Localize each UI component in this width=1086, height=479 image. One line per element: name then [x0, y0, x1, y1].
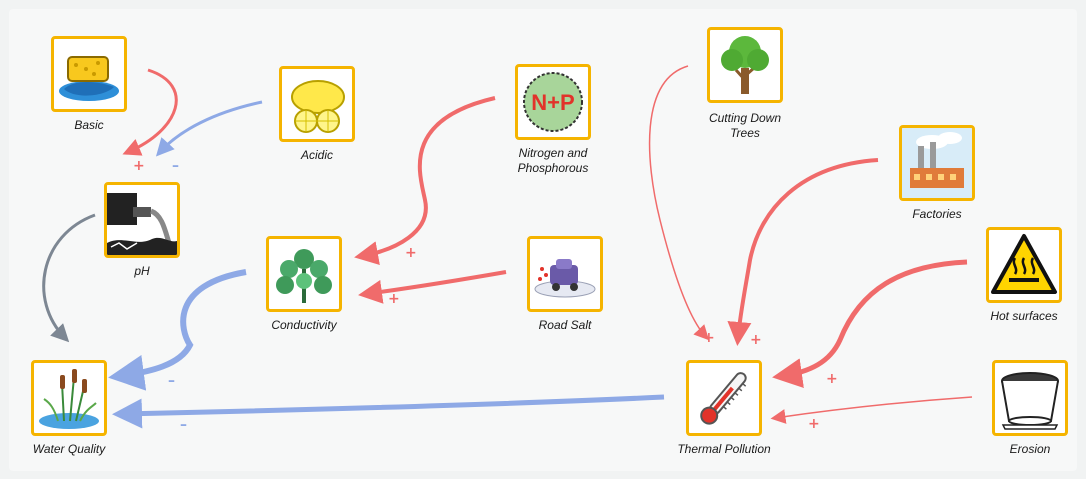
sponge-icon: [59, 56, 119, 101]
link-nitrogen-to-conductivity: [354, 96, 496, 265]
sign-nitrogen-conductivity: +: [405, 245, 417, 261]
link-conductivity-to-water-quality: [108, 269, 247, 391]
road-salt-node[interactable]: [527, 236, 603, 312]
soil-pot-icon: [1001, 372, 1059, 430]
water-quality-node[interactable]: [31, 360, 107, 436]
link-trees-to-thermal: [648, 65, 710, 341]
road-salt-label: Road Salt: [538, 318, 592, 332]
nitrogen-node[interactable]: N+P: [515, 64, 591, 140]
lemon-icon: [291, 80, 345, 133]
basic-label: Basic: [74, 118, 104, 132]
link-thermal-to-water-quality: [112, 394, 665, 429]
water-quality-label: Water Quality: [32, 442, 106, 456]
link-ph-to-water-quality: [42, 213, 96, 343]
erosion-label: Erosion: [1009, 442, 1051, 456]
factories-label: Factories: [912, 207, 962, 221]
sign-factories-thermal: +: [750, 332, 762, 348]
cattail-icon: [39, 369, 99, 429]
acidic-label: Acidic: [300, 148, 333, 162]
nitrogen-label-line2: Phosphorous: [517, 161, 589, 175]
acidic-node[interactable]: [279, 66, 355, 142]
basic-node[interactable]: [51, 36, 127, 112]
trees-label-line2: Trees: [730, 126, 760, 140]
hot-surfaces-label: Hot surfaces: [990, 309, 1058, 323]
hot-surfaces-node[interactable]: [986, 227, 1062, 303]
ph-label: pH: [134, 264, 150, 278]
ph-node[interactable]: [104, 182, 180, 258]
link-factories-to-thermal: [727, 158, 879, 346]
sign-acidic-ph: –: [172, 158, 179, 174]
thermometer-icon: [700, 372, 747, 425]
thermal-pollution-label: Thermal Pollution: [677, 442, 771, 456]
sign-road-salt-conductivity: +: [388, 291, 400, 307]
nitrogen-label: Nitrogen and Phosphorous: [493, 146, 613, 176]
trees-label-line1: Cutting Down: [708, 111, 782, 125]
factory-icon: [902, 128, 972, 198]
link-basic-to-ph: [122, 68, 178, 156]
plant-icon: [276, 249, 332, 303]
link-hot-surfaces-to-thermal: [772, 259, 968, 389]
hot-surface-warning-icon: [991, 234, 1057, 294]
svg-text:N+P: N+P: [531, 90, 574, 115]
sign-thermal-water: –: [180, 417, 187, 433]
np-circle-icon: N+P: [523, 72, 583, 132]
sign-trees-thermal: +: [703, 330, 715, 346]
link-acidic-to-ph: [155, 100, 263, 157]
link-road-salt-to-conductivity: [358, 270, 507, 304]
conductivity-label: Conductivity: [271, 318, 337, 332]
sign-erosion-thermal: +: [808, 416, 820, 432]
tree-icon: [721, 36, 769, 94]
link-erosion-to-thermal: [770, 396, 973, 424]
sign-basic-ph: +: [133, 158, 145, 174]
sign-hot-surfaces-thermal: +: [826, 371, 838, 387]
salt-truck-icon: [534, 259, 596, 298]
erosion-node[interactable]: [992, 360, 1068, 436]
nitrogen-label-line1: Nitrogen and: [518, 146, 588, 160]
trees-node[interactable]: [707, 27, 783, 103]
drainage-pipe-icon: [107, 185, 177, 255]
thermal-pollution-node[interactable]: [686, 360, 762, 436]
factories-node[interactable]: [899, 125, 975, 201]
trees-label: Cutting Down Trees: [685, 111, 805, 141]
sign-conductivity-water: –: [168, 373, 175, 389]
conductivity-node[interactable]: [266, 236, 342, 312]
